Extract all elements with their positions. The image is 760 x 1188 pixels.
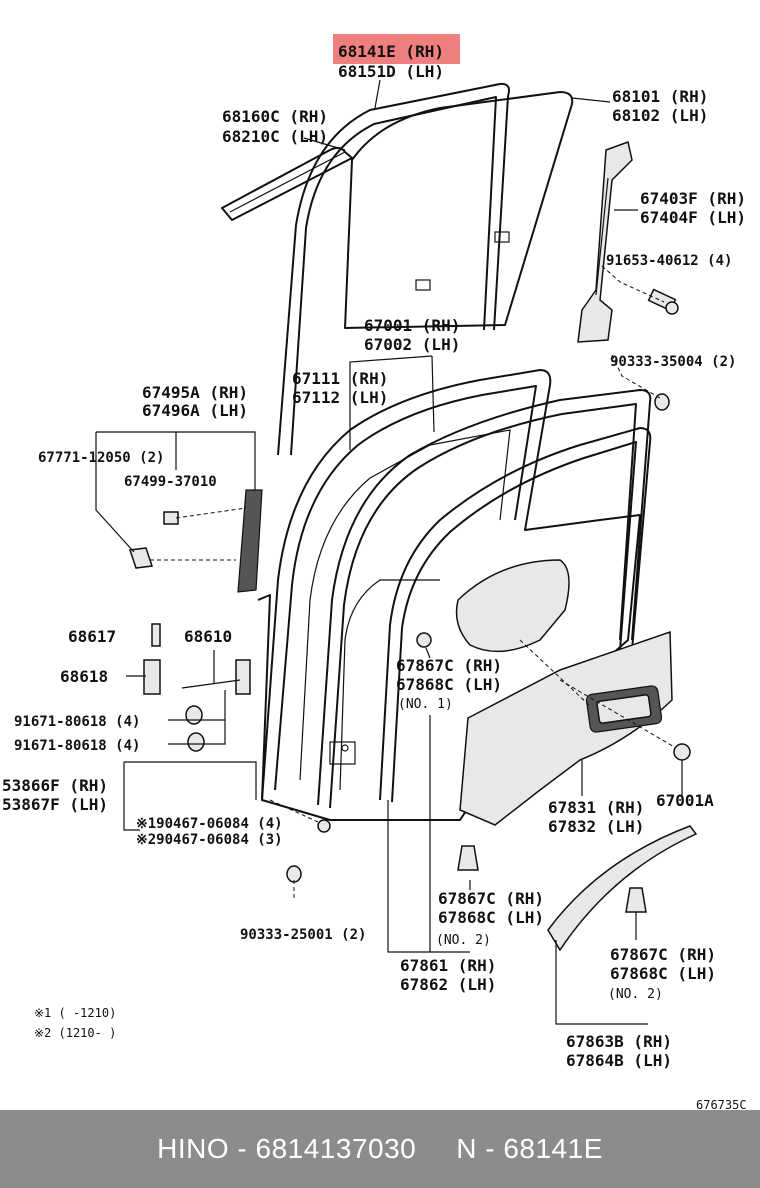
label-67002: 67002 (LH) xyxy=(364,335,460,354)
label-67867C-1: 67867C (RH) xyxy=(396,656,502,675)
part-number-footer: HINO - 6814137030 N - 68141E xyxy=(0,1110,760,1188)
glass-run-channel xyxy=(277,82,510,456)
label-90467-1: ※190467-06084 (4) xyxy=(136,816,283,832)
sill-strip xyxy=(547,825,698,952)
label-90333-35004: 90333-35004 (2) xyxy=(610,354,736,370)
label-67001: 67001 (RH) xyxy=(364,316,460,335)
parts-diagram: 68141E (RH) 68151D (LH) 68160C (RH) 6821… xyxy=(2,34,747,1110)
note-1: ※1 ( -1210) xyxy=(34,1006,116,1020)
label-67862: 67862 (LH) xyxy=(400,975,496,994)
door-glass xyxy=(344,91,574,329)
label-91653: 91653-40612 (4) xyxy=(606,253,732,269)
label-91671-a: 91671-80618 (4) xyxy=(14,714,140,730)
label-53867F: 53867F (LH) xyxy=(2,795,108,814)
rear-lower-channel xyxy=(577,141,633,343)
label-67496A: 67496A (LH) xyxy=(142,401,248,420)
label-67832: 67832 (LH) xyxy=(548,817,644,836)
label-67861: 67861 (RH) xyxy=(400,956,496,975)
label-67001A: 67001A xyxy=(656,791,714,810)
belt-moulding xyxy=(221,146,353,221)
footer-ref-part: N - 68141E xyxy=(456,1133,603,1164)
label-no2-a: (NO. 2) xyxy=(436,933,491,948)
label-90333-25001: 90333-25001 (2) xyxy=(240,927,366,943)
hole-plug-35004 xyxy=(654,393,670,411)
clip-90467 xyxy=(317,819,331,833)
door-panel xyxy=(261,369,641,821)
label-68160C: 68160C (RH) xyxy=(222,107,328,126)
part-labels: 68141E (RH) 68151D (LH) 68160C (RH) 6821… xyxy=(2,42,747,1110)
selected-part-highlight xyxy=(333,34,460,64)
hinge-side-seal xyxy=(257,594,271,801)
clip-67001A xyxy=(673,743,691,790)
opening-weatherstrip xyxy=(379,427,652,803)
label-67868C-2: 67868C (LH) xyxy=(438,908,544,927)
label-68617: 68617 xyxy=(68,627,116,646)
label-68618: 68618 xyxy=(60,667,108,686)
illustration-ref: 676735C xyxy=(696,1098,747,1110)
label-67404F: 67404F (LH) xyxy=(640,208,746,227)
label-53866F: 53866F (RH) xyxy=(2,776,108,795)
label-67499: 67499-37010 xyxy=(124,474,217,490)
label-68151D: 68151D (LH) xyxy=(338,62,444,81)
inside-handle-bezel xyxy=(128,489,263,593)
label-68101: 68101 (RH) xyxy=(612,87,708,106)
label-no2-b: (NO. 2) xyxy=(608,987,663,1002)
label-67495A: 67495A (RH) xyxy=(142,383,248,402)
clip-no2-b xyxy=(625,887,647,913)
label-67867C-3: 67867C (RH) xyxy=(610,945,716,964)
footer-brand-part: HINO - 6814137030 xyxy=(157,1133,417,1164)
label-68610: 68610 xyxy=(184,627,232,646)
bolt-91653 xyxy=(647,288,679,315)
label-67867C-2: 67867C (RH) xyxy=(438,889,544,908)
label-91671-b: 91671-80618 (4) xyxy=(14,738,140,754)
clip-no2-a xyxy=(457,845,479,871)
label-67868C-1: 67868C (LH) xyxy=(396,675,502,694)
label-67868C-3: 67868C (LH) xyxy=(610,964,716,983)
label-68141E: 68141E (RH) xyxy=(338,42,444,61)
door-trim-board xyxy=(459,630,673,826)
label-67831: 67831 (RH) xyxy=(548,798,644,817)
label-68210C: 68210C (LH) xyxy=(222,127,328,146)
label-67771: 67771-12050 (2) xyxy=(38,450,164,466)
label-67864B: 67864B (LH) xyxy=(566,1051,672,1070)
label-no1: (NO. 1) xyxy=(398,697,453,712)
note-2: ※2 (1210- ) xyxy=(34,1026,116,1040)
label-67403F: 67403F (RH) xyxy=(640,189,746,208)
clip-no1 xyxy=(416,632,432,648)
label-67111: 67111 (RH) xyxy=(292,369,388,388)
label-90467-2: ※290467-06084 (3) xyxy=(136,832,283,848)
label-67112: 67112 (LH) xyxy=(292,388,388,407)
door-weatherstrip xyxy=(317,389,652,809)
label-67863B: 67863B (RH) xyxy=(566,1032,672,1051)
leader-lines xyxy=(95,79,683,1025)
label-68102: 68102 (LH) xyxy=(612,106,708,125)
hole-plug-25001 xyxy=(286,865,302,883)
